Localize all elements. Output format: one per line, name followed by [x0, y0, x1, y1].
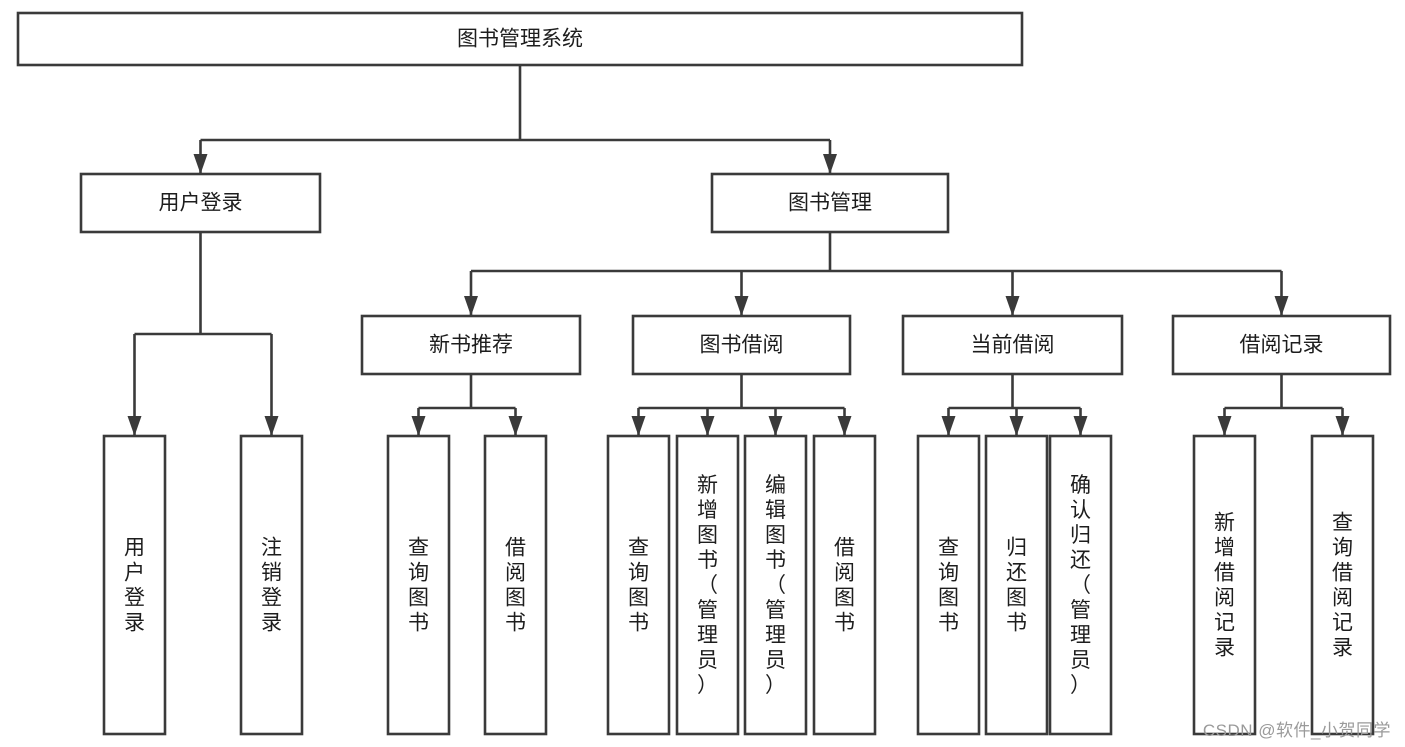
node-borrow-record-box[interactable] [1171, 314, 1392, 376]
node-leaf-return-book-box[interactable] [984, 434, 1049, 736]
edges-layer [127, 65, 1350, 436]
arrow-head-icon [823, 154, 837, 174]
node-current-borrow-box[interactable] [901, 314, 1124, 376]
node-leaf-edit-book-box[interactable] [743, 434, 808, 736]
node-leaf-user-login-label: 用户登录 [124, 537, 145, 635]
arrow-head-icon [1335, 416, 1350, 436]
arrow-head-icon [127, 416, 142, 436]
node-leaf-query-book-2[interactable]: 查询图书 [606, 434, 671, 736]
arrow-head-icon [193, 154, 208, 174]
arrow-head-icon [1073, 416, 1088, 436]
nodes-layer: 图书管理系统用户登录图书管理新书推荐图书借阅当前借阅借阅记录用户登录注销登录查询… [16, 11, 1392, 736]
node-leaf-query-book-2-box[interactable] [606, 434, 671, 736]
arrow-head-icon [1005, 296, 1020, 316]
node-new-book-rec[interactable]: 新书推荐 [360, 314, 582, 376]
arrow-head-icon [264, 416, 279, 436]
arrow-head-icon [1274, 296, 1289, 316]
node-book-borrow-label: 图书借阅 [700, 334, 784, 357]
node-leaf-borrow-book-2[interactable]: 借阅图书 [812, 434, 877, 736]
arrow-head-icon [631, 416, 646, 436]
node-borrow-record[interactable]: 借阅记录 [1171, 314, 1392, 376]
node-leaf-return-book[interactable]: 归还图书 [984, 434, 1049, 736]
node-current-borrow-label: 当前借阅 [971, 334, 1055, 357]
node-leaf-borrow-book-2-box[interactable] [812, 434, 877, 736]
node-leaf-query-record-label: 查询借阅记录 [1332, 512, 1353, 660]
node-user-login-box[interactable] [79, 172, 322, 234]
node-borrow-record-label: 借阅记录 [1240, 334, 1324, 357]
node-leaf-user-login-box[interactable] [102, 434, 167, 736]
node-book-borrow-box[interactable] [631, 314, 852, 376]
node-user-login-label: 用户登录 [159, 192, 243, 215]
node-leaf-query-book-1-box[interactable] [386, 434, 451, 736]
arrow-head-icon [837, 416, 852, 436]
arrow-head-icon [1217, 416, 1232, 436]
node-leaf-borrow-book-1[interactable]: 借阅图书 [483, 434, 548, 736]
node-leaf-query-book-2-label: 查询图书 [628, 537, 649, 635]
csdn-watermark: CSDN @软件_小贺同学 [1202, 721, 1391, 740]
node-leaf-query-record[interactable]: 查询借阅记录 [1310, 434, 1375, 736]
node-new-book-rec-box[interactable] [360, 314, 582, 376]
arrow-head-icon [700, 416, 715, 436]
node-book-manage-box[interactable] [710, 172, 950, 234]
node-leaf-confirm-return-box[interactable] [1048, 434, 1113, 736]
node-leaf-logout[interactable]: 注销登录 [239, 434, 304, 736]
node-leaf-add-record-label: 新增借阅记录 [1214, 512, 1235, 660]
node-leaf-borrow-book-1-box[interactable] [483, 434, 548, 736]
node-leaf-query-record-box[interactable] [1310, 434, 1375, 736]
node-user-login[interactable]: 用户登录 [79, 172, 322, 234]
node-leaf-query-book-1-label: 查询图书 [408, 537, 429, 635]
arrow-head-icon [1009, 416, 1024, 436]
node-book-manage[interactable]: 图书管理 [710, 172, 950, 234]
node-leaf-add-book-box[interactable] [675, 434, 740, 736]
arrow-head-icon [734, 296, 749, 316]
node-new-book-rec-label: 新书推荐 [429, 334, 513, 357]
node-book-manage-label: 图书管理 [788, 192, 872, 215]
node-leaf-query-book-1[interactable]: 查询图书 [386, 434, 451, 736]
node-leaf-query-book-3-label: 查询图书 [938, 537, 959, 635]
arrow-head-icon [464, 296, 478, 316]
node-leaf-edit-book-label: 编辑图书（管理员） [765, 474, 786, 697]
node-leaf-query-book-3[interactable]: 查询图书 [916, 434, 981, 736]
node-leaf-borrow-book-1-label: 借阅图书 [505, 537, 526, 635]
arrow-head-icon [768, 416, 783, 436]
node-leaf-user-login[interactable]: 用户登录 [102, 434, 167, 736]
node-leaf-logout-box[interactable] [239, 434, 304, 736]
node-root-label: 图书管理系统 [457, 28, 583, 51]
node-root[interactable]: 图书管理系统 [16, 11, 1024, 67]
node-leaf-confirm-return-label: 确认归还（管理员） [1070, 474, 1091, 697]
node-leaf-confirm-return[interactable]: 确认归还（管理员） [1048, 434, 1113, 736]
node-book-borrow[interactable]: 图书借阅 [631, 314, 852, 376]
node-leaf-borrow-book-2-label: 借阅图书 [834, 537, 855, 635]
node-root-box[interactable] [16, 11, 1024, 67]
node-leaf-logout-label: 注销登录 [261, 537, 282, 635]
node-current-borrow[interactable]: 当前借阅 [901, 314, 1124, 376]
node-leaf-add-book[interactable]: 新增图书（管理员） [675, 434, 740, 736]
node-leaf-query-book-3-box[interactable] [916, 434, 981, 736]
arrow-head-icon [411, 416, 426, 436]
arrow-head-icon [941, 416, 956, 436]
node-leaf-add-record[interactable]: 新增借阅记录 [1192, 434, 1257, 736]
node-leaf-add-record-box[interactable] [1192, 434, 1257, 736]
node-leaf-add-book-label: 新增图书（管理员） [697, 474, 718, 697]
node-leaf-edit-book[interactable]: 编辑图书（管理员） [743, 434, 808, 736]
arrow-head-icon [508, 416, 523, 436]
node-leaf-return-book-label: 归还图书 [1006, 537, 1027, 635]
